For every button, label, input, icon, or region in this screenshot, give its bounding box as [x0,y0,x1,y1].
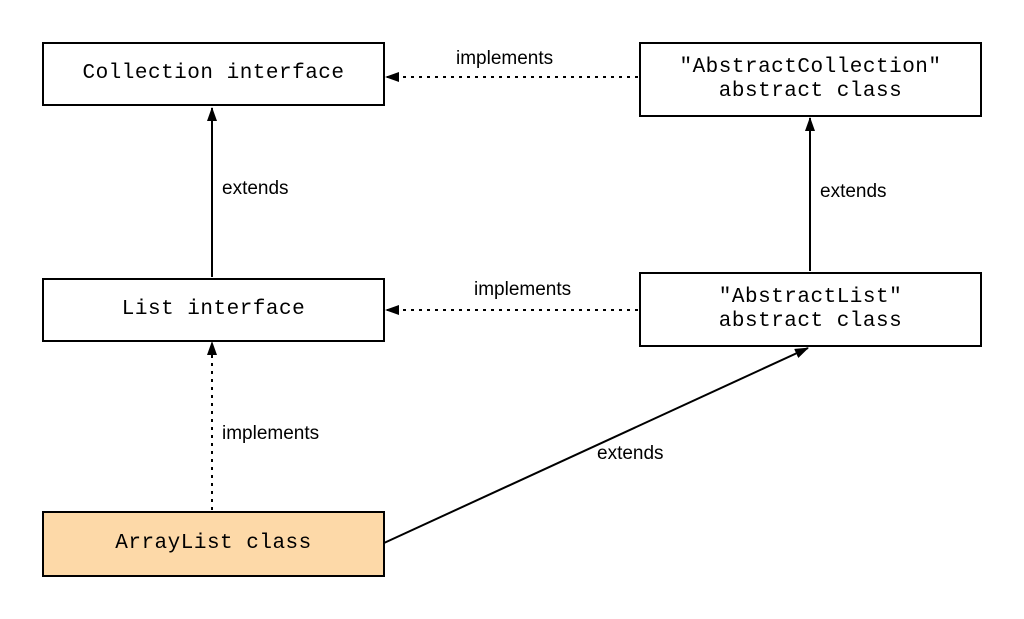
label-arraylist-implements: implements [222,423,320,444]
edge-arraylist-extends-abstract-list [383,347,809,544]
label-arraylist-extends: extends [597,443,664,464]
label-abstract-list-extends: extends [820,181,887,202]
arraylist-class-label: ArrayList class [115,532,312,555]
abstract-list-box: "AbstractList" abstract class [639,272,982,347]
label-abstract-collection-implements: implements [456,48,554,69]
collection-interface-box: Collection interface [42,42,385,106]
label-abstract-list-implements: implements [474,279,572,300]
arraylist-class-box: ArrayList class [42,511,385,577]
label-list-extends: extends [222,178,289,199]
collection-interface-label: Collection interface [82,62,345,85]
abstract-list-name: "AbstractList" [718,285,903,309]
list-interface-box: List interface [42,278,385,342]
abstract-collection-box: "AbstractCollection" abstract class [639,42,982,117]
abstract-collection-kind: abstract class [718,79,903,103]
abstract-list-kind: abstract class [718,309,903,333]
list-interface-label: List interface [121,298,306,321]
abstract-collection-name: "AbstractCollection" [679,55,942,79]
